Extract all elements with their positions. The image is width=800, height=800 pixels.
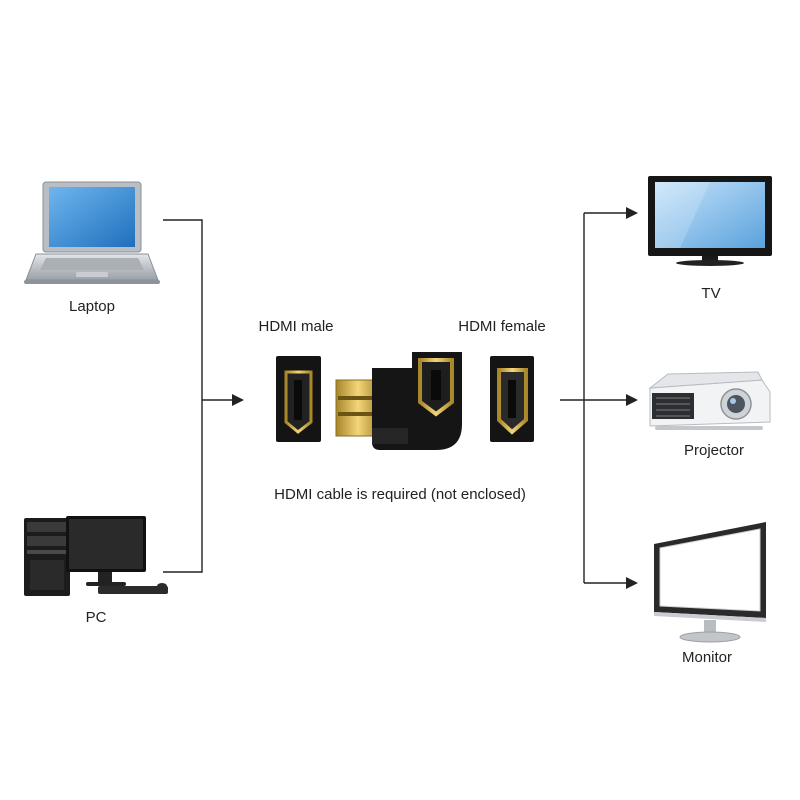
output-label-monitor: Monitor bbox=[681, 649, 733, 666]
source-label-pc: PC bbox=[85, 609, 107, 626]
output-label-tv: TV bbox=[701, 285, 721, 302]
connector-lines bbox=[163, 212, 628, 584]
tv-arrow-icon bbox=[626, 207, 638, 219]
hdmi-female-port-icon bbox=[490, 356, 534, 442]
cable-note: HDMI cable is required (not enclosed) bbox=[274, 486, 526, 503]
laptop-icon bbox=[24, 181, 160, 284]
source-label-laptop: Laptop bbox=[69, 298, 115, 315]
adapter-arrow-icon bbox=[232, 394, 244, 406]
hdmi-female-label: HDMI female bbox=[458, 318, 546, 335]
desktop-pc-icon bbox=[24, 516, 168, 596]
arrowheads bbox=[232, 207, 638, 589]
laptop-connector-line bbox=[163, 219, 203, 400]
hdmi-male-label: HDMI male bbox=[258, 318, 334, 335]
hdmi-adapter-icon bbox=[335, 352, 462, 450]
tv-icon bbox=[648, 176, 772, 266]
monitor-arrow-icon bbox=[626, 577, 638, 589]
monitor-icon bbox=[654, 522, 766, 643]
hdmi-male-port-icon bbox=[276, 356, 321, 442]
projector-arrow-icon bbox=[626, 394, 638, 406]
output-label-projector: Projector bbox=[683, 442, 745, 459]
projector-icon bbox=[648, 371, 771, 430]
pc-connector-line bbox=[163, 400, 203, 573]
